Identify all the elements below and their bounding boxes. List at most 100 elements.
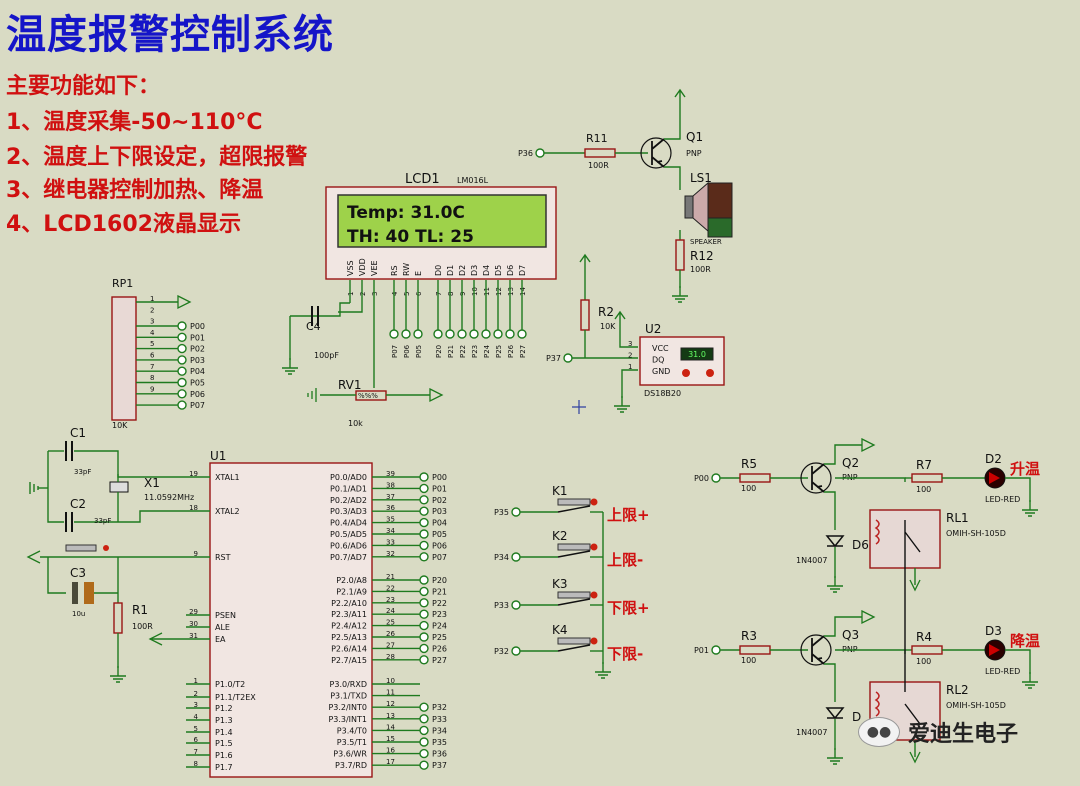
- lcd-pin-number: 5: [403, 292, 411, 296]
- power-arrow: [614, 310, 626, 322]
- net-label: P27: [432, 656, 447, 665]
- power-arrow: [579, 253, 591, 265]
- transistor-body: [640, 137, 672, 169]
- mcu-pin-name: XTAL1: [215, 473, 240, 482]
- diode-ref: D6: [852, 538, 869, 552]
- mcu-pin-name: P2.5/A13: [331, 633, 367, 642]
- key-label: 上限+: [607, 506, 650, 524]
- key-contact: [557, 550, 591, 558]
- rv1-ref: RV1: [338, 378, 362, 392]
- mcu-pin-name: P1.3: [215, 716, 233, 725]
- key-switch: [557, 637, 591, 645]
- mcu-pin-number: 8: [194, 760, 198, 768]
- mcu-pin-name: P3.2/INT0: [328, 703, 367, 712]
- ground-symbol: [827, 585, 843, 593]
- relay-coil: [874, 519, 880, 545]
- key-switch: [557, 543, 591, 551]
- c1-ref: C1: [70, 426, 86, 440]
- c1-value: 33pF: [74, 468, 91, 476]
- key-switch: [557, 591, 591, 599]
- rp1-pin-number: 9: [150, 385, 154, 393]
- net-terminal: [177, 355, 187, 365]
- lcd-pin-number: 4: [391, 291, 399, 296]
- mcu-pin-number: 2: [194, 690, 198, 698]
- mcu-pin-name: P0.2/AD2: [330, 496, 367, 505]
- mcu-pin-number: 14: [386, 723, 395, 731]
- key-led: [590, 498, 598, 506]
- net-label: P37: [546, 354, 561, 363]
- mcu-pin-name: P3.1/TXD: [330, 692, 367, 701]
- net-label: P32: [494, 647, 509, 656]
- x1-ref: X1: [144, 476, 160, 490]
- key-contact: [557, 598, 591, 606]
- ls1-type: SPEAKER: [690, 238, 722, 246]
- net-terminal: [419, 632, 429, 642]
- wire: [290, 302, 350, 317]
- mcu-pin-number: 11: [386, 689, 395, 697]
- mcu-pin-number: 33: [386, 538, 395, 546]
- led-resistor: [911, 645, 943, 655]
- lcd-line-1: Temp: 31.0C: [347, 203, 465, 223]
- r11-resistor: [584, 148, 616, 158]
- ground-symbol: [282, 367, 298, 375]
- mcu-pin-number: 22: [386, 584, 395, 592]
- lcd-pin-label: D0: [434, 265, 443, 276]
- led-type: LED-RED: [985, 667, 1020, 676]
- rv1-value: 10k: [348, 419, 363, 428]
- net-label: P36: [518, 149, 533, 158]
- lcd-screen: [337, 194, 547, 248]
- mcu-pin-number: 16: [386, 747, 395, 755]
- lcd-pin-number: 3: [371, 292, 379, 296]
- key-label: 上限-: [607, 551, 643, 569]
- relay-ref: RL1: [946, 511, 969, 525]
- mcu-pin-name: P0.7/AD7: [330, 553, 367, 562]
- lcd-pin-number: 14: [519, 287, 527, 296]
- ground-symbol: [110, 675, 126, 683]
- mcu-pin-number: 6: [194, 736, 199, 744]
- key-contact: [557, 505, 591, 513]
- lcd-pin-label: E: [414, 271, 423, 276]
- lcd-net-label: P26: [507, 344, 515, 358]
- mcu-pin-name: P1.2: [215, 704, 233, 713]
- power-arrow: [148, 632, 163, 646]
- crosshair-marker: [572, 400, 586, 414]
- net-terminal: [419, 760, 429, 770]
- relay-ref: RL2: [946, 683, 969, 697]
- diode: [825, 535, 845, 548]
- lcd-pin-label: D4: [482, 265, 491, 276]
- lcd-pin-number: 9: [459, 292, 467, 296]
- ds18b20-button-down: [682, 369, 690, 377]
- led-glyph: [989, 644, 1000, 656]
- net-label: P25: [432, 633, 447, 642]
- wire: [1005, 477, 1031, 502]
- mcu-pin-number: 30: [189, 620, 198, 628]
- mcu-pin-number: 21: [386, 573, 395, 581]
- mcu-pin-name: P3.0/RXD: [330, 680, 367, 689]
- mcu-pin-number: 25: [386, 619, 395, 627]
- c3-capacitor: [72, 582, 78, 604]
- diode-ref: D: [852, 710, 861, 724]
- led-glyph: [989, 472, 1000, 484]
- mcu-pin-number: 13: [386, 712, 395, 720]
- net-terminal: [419, 517, 429, 528]
- ds18b20-pin-label: DQ: [652, 356, 664, 365]
- wire: [338, 303, 363, 313]
- c3-value: 10u: [72, 610, 85, 618]
- mcu-pin-number: 27: [386, 641, 395, 649]
- ground-symbol: [1022, 509, 1038, 517]
- features-heading: 主要功能如下：: [6, 74, 161, 99]
- power-arrow: [861, 609, 876, 625]
- lcd-pin-number: 8: [447, 292, 455, 296]
- ground-symbol: [614, 405, 630, 413]
- mcu-pin-name: P1.7: [215, 763, 233, 772]
- wire: [664, 166, 681, 190]
- mcu-pin-name: P2.0/A8: [336, 576, 367, 585]
- net-terminal: [505, 329, 515, 339]
- net-label: P35: [432, 738, 447, 747]
- key-ref: K3: [552, 577, 568, 591]
- net-terminal: [419, 609, 429, 619]
- net-terminal: [511, 600, 521, 610]
- schematic-title: 温度报警控制系统: [6, 12, 334, 58]
- wire: [824, 616, 862, 637]
- driver-transistor: [811, 463, 825, 493]
